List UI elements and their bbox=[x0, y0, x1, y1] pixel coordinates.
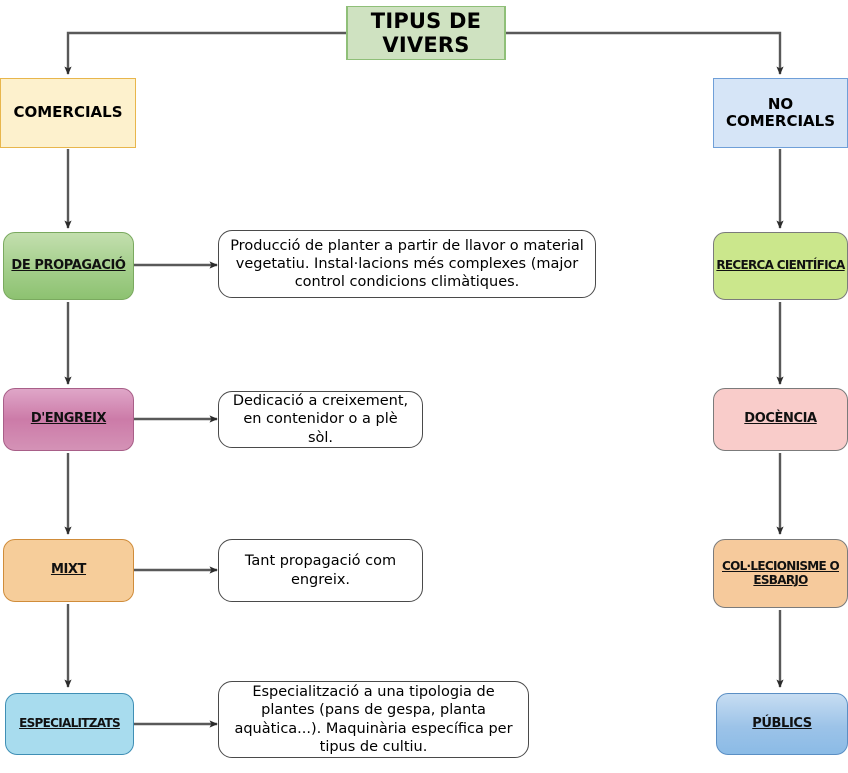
description-text: Producció de planter a partir de llavor … bbox=[230, 237, 584, 291]
node-tipus-de-vivers[interactable]: TIPUS DE VIVERS bbox=[346, 6, 506, 60]
node-no-comercials[interactable]: NO COMERCIALS bbox=[713, 78, 848, 148]
node-label: PÚBLICS bbox=[752, 715, 812, 731]
node-de-propagacio[interactable]: DE PROPAGACIÓ bbox=[3, 232, 134, 300]
node-label: DE PROPAGACIÓ bbox=[11, 257, 126, 273]
node-label: DOCÈNCIA bbox=[744, 411, 817, 427]
node-label: TIPUS DE VIVERS bbox=[370, 8, 482, 57]
edge-title-to-no-comercials bbox=[506, 31, 784, 75]
edge-title-to-comercials bbox=[64, 31, 347, 75]
description-text: Tant propagació com engreix. bbox=[244, 553, 397, 588]
node-label: COMERCIALS bbox=[13, 103, 123, 122]
node-label: COL·LECIONISME O ESBARJO bbox=[722, 558, 840, 587]
description-dengreix: Dedicació a creixement, en contenidor o … bbox=[218, 391, 423, 448]
description-text: Especialització a una tipologia de plant… bbox=[234, 684, 513, 755]
node-mixt[interactable]: MIXT bbox=[3, 539, 134, 602]
description-text: Dedicació a creixement, en contenidor o … bbox=[232, 393, 409, 446]
description-de-propagacio: Producció de planter a partir de llavor … bbox=[218, 230, 596, 298]
node-comercials[interactable]: COMERCIALS bbox=[0, 78, 136, 148]
node-publics[interactable]: PÚBLICS bbox=[716, 693, 848, 755]
node-label: ESPECIALITZATS bbox=[19, 716, 120, 731]
node-label: MIXT bbox=[50, 562, 87, 578]
description-mixt: Tant propagació com engreix. bbox=[218, 539, 423, 602]
node-docencia[interactable]: DOCÈNCIA bbox=[713, 388, 848, 451]
description-especialitzats: Especialització a una tipologia de plant… bbox=[218, 681, 529, 758]
node-colleccionisme-o-esbarjo[interactable]: COL·LECIONISME O ESBARJO bbox=[713, 539, 848, 608]
node-label: D'ENGREIX bbox=[30, 411, 107, 427]
node-label: NO COMERCIALS bbox=[725, 94, 836, 130]
node-recerca-cientifica[interactable]: RECERCA CIENTÍFICA bbox=[713, 232, 848, 300]
node-especialitzats[interactable]: ESPECIALITZATS bbox=[5, 693, 134, 755]
node-dengreix[interactable]: D'ENGREIX bbox=[3, 388, 134, 451]
node-label: RECERCA CIENTÍFICA bbox=[716, 258, 845, 273]
